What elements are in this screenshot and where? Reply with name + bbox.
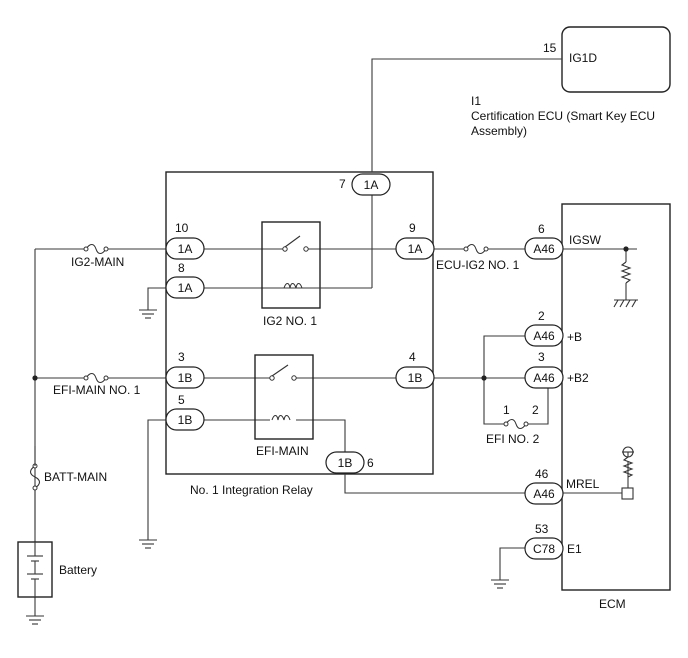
ground-icon xyxy=(139,539,157,549)
cert-ecu-name-line2: Assembly) xyxy=(471,124,527,138)
ig2-relay xyxy=(261,221,372,309)
chassis-ground-icon xyxy=(613,299,638,308)
connector-code: 1B xyxy=(338,456,353,470)
relay-connector-pin10 xyxy=(165,237,205,260)
relay-connector-pin7 xyxy=(351,173,391,196)
connector-code: 1A xyxy=(408,242,423,256)
wires xyxy=(34,58,637,616)
junction-dots xyxy=(32,246,629,381)
relay-connector-pin6 xyxy=(325,451,365,474)
connector-code: A46 xyxy=(533,371,555,385)
pin-number: 15 xyxy=(543,41,557,55)
ground-icon xyxy=(491,579,509,589)
pin-number: 10 xyxy=(175,221,189,235)
ig2-relay-box xyxy=(261,221,321,309)
fuse-label-ecu-ig2: ECU-IG2 NO. 1 xyxy=(436,258,520,272)
connector-code: 1B xyxy=(178,413,193,427)
connector-code: 1A xyxy=(178,242,193,256)
ig2-coil-icon xyxy=(283,282,303,289)
resistor-icon xyxy=(622,456,634,478)
pin-number: 4 xyxy=(409,350,416,364)
efi-switch-contact xyxy=(271,364,289,377)
efi-coil-icon xyxy=(271,414,291,421)
cert-ecu-name-line1: Certification ECU (Smart Key ECU xyxy=(471,109,655,123)
connector-code: 1B xyxy=(408,371,423,385)
efi-relay xyxy=(254,354,314,440)
pin-number: 9 xyxy=(409,221,416,235)
fuse-efi-no2 xyxy=(503,418,529,430)
pin-number: 2 xyxy=(538,309,545,323)
ecm-connector-b2 xyxy=(524,366,564,389)
ecm-connector-e1 xyxy=(524,537,564,560)
cert-ecu-code: I1 xyxy=(471,94,481,108)
fuse-ecu-ig2-no1 xyxy=(463,243,489,255)
connector-code: A46 xyxy=(533,487,555,501)
relay-connector-pin3 xyxy=(165,366,205,389)
pin-number: 8 xyxy=(178,261,185,275)
connector-code: 1A xyxy=(178,281,193,295)
relay-title: No. 1 Integration Relay xyxy=(190,483,313,497)
connector-code: A46 xyxy=(533,242,555,256)
resistor-icon xyxy=(620,261,632,284)
ecm-terminal-label: IGSW xyxy=(569,233,602,247)
ecm-connector-igsw xyxy=(524,237,564,260)
mrel-driver-icon xyxy=(621,487,634,500)
ecm-connector-mrel xyxy=(524,482,564,505)
ground-icon xyxy=(139,309,157,319)
fuse-batt-main xyxy=(29,463,41,491)
connector-code: A46 xyxy=(533,329,555,343)
pin-number: 53 xyxy=(535,522,549,536)
ig2-switch-contact xyxy=(284,235,301,248)
fuse-ig2-main xyxy=(83,243,109,255)
fuse-label-ig2-main: IG2-MAIN xyxy=(71,255,124,269)
ecm-connector-b xyxy=(524,324,564,347)
ecm-terminal-label: +B xyxy=(567,330,582,344)
connector-code: 1A xyxy=(364,178,379,192)
efi-relay-box xyxy=(254,354,314,440)
relay-label-efi: EFI-MAIN xyxy=(256,444,309,458)
pin-number: 5 xyxy=(178,393,185,407)
fuse-pin-number: 1 xyxy=(503,403,510,417)
fuse-label-batt-main: BATT-MAIN xyxy=(44,470,107,484)
ground-icon xyxy=(26,615,44,625)
integration-relay-box xyxy=(165,171,434,475)
ecm-terminal-label: +B2 xyxy=(567,371,589,385)
ecm-terminal-label: MREL xyxy=(566,477,600,491)
battery-icon xyxy=(17,541,53,598)
relay-label-ig2: IG2 NO. 1 xyxy=(263,314,317,328)
fuse-pin-number: 2 xyxy=(532,403,539,417)
fuse-label-efi-main-no1: EFI-MAIN NO. 1 xyxy=(53,383,141,397)
pin-number: 3 xyxy=(538,350,545,364)
ecm-terminal-label: E1 xyxy=(567,542,582,556)
relay-connector-pin9 xyxy=(395,237,435,260)
cert-ecu-terminal-label: IG1D xyxy=(569,51,597,65)
fuse-efi-main-no1 xyxy=(83,372,109,384)
ecm-label: ECM xyxy=(599,597,626,611)
connector-code: C78 xyxy=(533,542,555,556)
pin-number: 3 xyxy=(178,350,185,364)
relay-connector-pin5 xyxy=(165,408,205,431)
connector-code: 1B xyxy=(178,371,193,385)
relay-connector-pin8 xyxy=(165,276,205,299)
ecm-box xyxy=(561,203,671,591)
pin-number: 7 xyxy=(339,177,346,191)
relay-connector-pin4 xyxy=(395,366,435,389)
fuse-label-efi-no2: EFI NO. 2 xyxy=(486,432,540,446)
battery-label: Battery xyxy=(59,563,97,577)
pin-number: 46 xyxy=(535,467,549,481)
pin-number: 6 xyxy=(367,456,374,470)
pin-number: 6 xyxy=(538,222,545,236)
